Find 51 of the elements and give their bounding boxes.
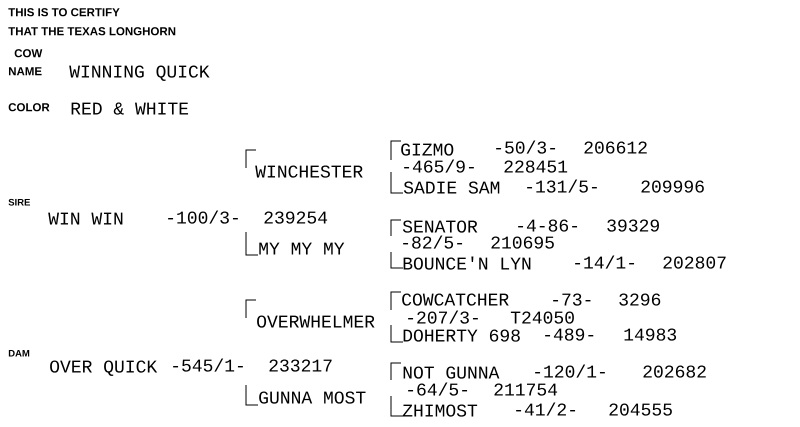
registration-number: 228451: [504, 160, 568, 173]
animal-name: NOT GUNNA: [404, 366, 500, 379]
heading-text: THIS IS TO CERTIFY: [8, 8, 120, 16]
animal-name: WINCHESTER: [255, 165, 363, 178]
registration-number: 204555: [609, 403, 672, 416]
registration-number: 3296: [619, 293, 660, 306]
tattoo-number: -14/1-: [575, 255, 634, 269]
registration-number: 211754: [494, 383, 558, 396]
animal-name: WINNING QUICK: [69, 65, 210, 81]
registration-number: 39329: [607, 219, 659, 232]
registration-number: T24050: [510, 311, 574, 324]
registration-number: 210695: [491, 236, 554, 249]
tattoo-number: -50/3-: [496, 140, 556, 154]
field-label: COLOR: [8, 103, 50, 112]
tattoo-number: -545/1-: [173, 358, 243, 372]
field-label: SIRE: [8, 198, 30, 206]
registration-number: 206612: [584, 141, 647, 154]
animal-name: WIN WIN: [48, 212, 122, 224]
animal-name: MY MY MY: [259, 242, 344, 254]
animal-name: GIZMO: [401, 143, 454, 156]
animal-name: GUNNA MOST: [259, 391, 366, 404]
color-value: RED & WHITE: [72, 102, 188, 115]
registration-number: 233217: [269, 359, 332, 372]
animal-name: COWCATCHER: [402, 293, 509, 306]
tattoo-number: -82/5-: [403, 235, 462, 249]
animal-name: BOUNCE'N LYN: [404, 256, 530, 270]
animal-name: SADIE SAM: [404, 181, 500, 194]
animal-name: OVERWHELMER: [257, 315, 375, 328]
tattoo-number: -465/9-: [404, 159, 474, 173]
animal-name: ZHIMOST: [402, 404, 478, 417]
tattoo-number: -100/3-: [168, 210, 238, 224]
animal-name: DOHERTY 698: [404, 329, 520, 342]
registration-number: 202807: [663, 256, 726, 269]
animal-name: OVER QUICK: [50, 360, 158, 376]
tattoo-number: -131/5-: [527, 179, 597, 193]
tattoo-number: -120/1-: [535, 364, 605, 378]
tattoo-number: -73-: [553, 293, 590, 306]
tattoo-number: -4-86-: [518, 219, 578, 232]
tattoo-number: -207/3-: [408, 310, 478, 324]
tattoo-number: -64/5-: [408, 382, 468, 396]
field-label: COW: [14, 49, 42, 58]
animal-name: SENATOR: [402, 220, 478, 233]
registration-number: 239254: [264, 211, 328, 224]
registration-number: 202682: [643, 365, 706, 378]
tattoo-number: -41/2-: [516, 402, 576, 416]
registration-number: 209996: [641, 180, 704, 193]
field-label: NAME: [8, 67, 42, 76]
registration-number: 14983: [624, 328, 676, 341]
field-label: DAM: [8, 350, 30, 356]
tattoo-number: -489-: [545, 328, 594, 341]
heading-text: THAT THE TEXAS LONGHORN: [8, 27, 176, 36]
